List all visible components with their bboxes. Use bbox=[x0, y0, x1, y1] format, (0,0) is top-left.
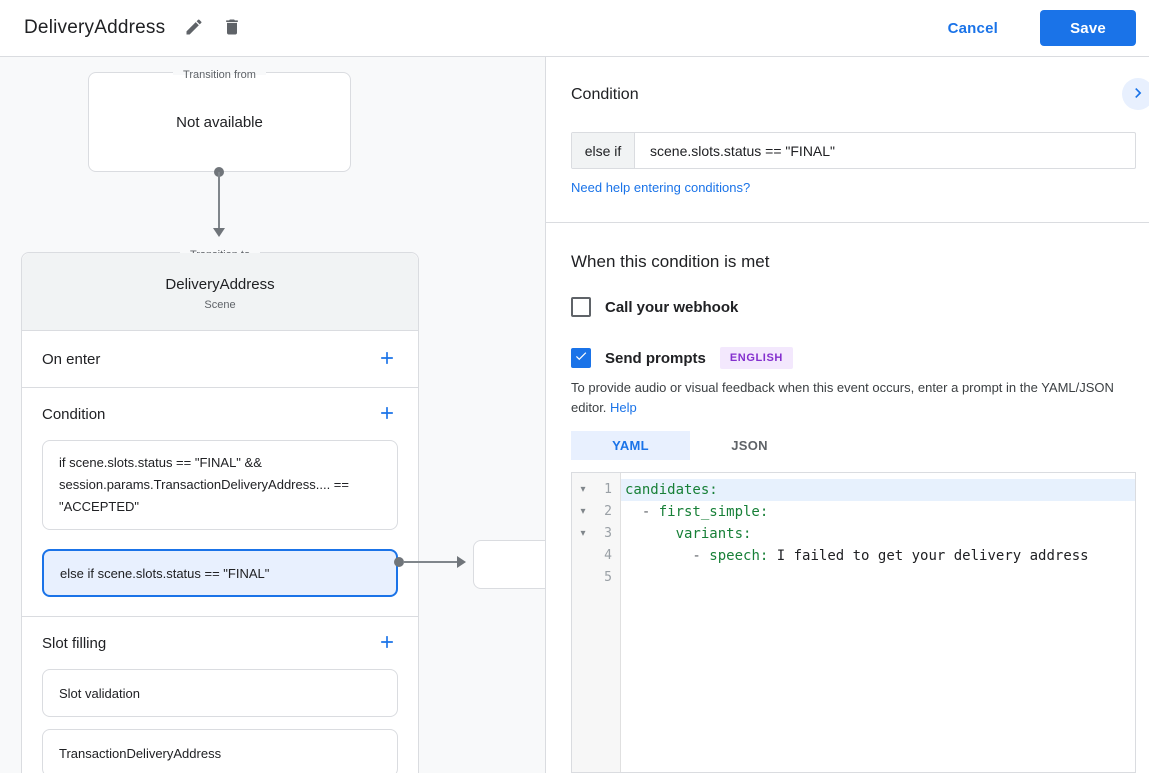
edit-scene-button[interactable] bbox=[177, 11, 211, 45]
cancel-button[interactable]: Cancel bbox=[947, 19, 998, 37]
condition-item-if[interactable]: if scene.slots.status == "FINAL" && sess… bbox=[42, 440, 398, 530]
condition-input-group: else if scene.slots.status == "FINAL" bbox=[571, 132, 1136, 169]
scene-name: DeliveryAddress bbox=[165, 276, 275, 293]
language-badge: ENGLISH bbox=[719, 347, 793, 369]
condition-item-else-if-selected[interactable]: else if scene.slots.status == "FINAL" bbox=[42, 549, 398, 597]
delete-scene-button[interactable] bbox=[215, 11, 249, 45]
add-condition-button[interactable] bbox=[374, 401, 400, 427]
condition-prefix-label: else if bbox=[572, 133, 635, 168]
panel-title: Condition bbox=[571, 86, 639, 103]
prompt-help-link[interactable]: Help bbox=[610, 400, 637, 416]
code-text[interactable] bbox=[621, 567, 1135, 589]
slot-filling-section: Slot filling Slot validation Transaction… bbox=[22, 617, 418, 773]
code-line[interactable]: ▾ 1 candidates: bbox=[572, 479, 1135, 501]
code-text[interactable]: candidates: bbox=[621, 479, 1135, 501]
conditions-help-link[interactable]: Need help entering conditions? bbox=[571, 180, 751, 195]
tab-json[interactable]: JSON bbox=[690, 431, 809, 460]
call-webhook-row: Call your webhook bbox=[571, 297, 738, 317]
editor-gutter bbox=[572, 473, 621, 772]
on-enter-row: On enter bbox=[22, 331, 418, 388]
flow-canvas: Transition from Not available Transition… bbox=[0, 57, 545, 773]
code-line[interactable]: ▾ 3 variants: bbox=[572, 523, 1135, 545]
transition-from-value: Not available bbox=[176, 113, 263, 131]
trash-icon bbox=[222, 17, 242, 40]
call-webhook-checkbox[interactable] bbox=[571, 297, 591, 317]
scene-card: Transition to DeliveryAddress Scene On e… bbox=[21, 247, 419, 773]
transition-from-legend: Transition from bbox=[89, 65, 350, 83]
scene-card-header: DeliveryAddress Scene bbox=[22, 253, 418, 331]
slot-item-validation[interactable]: Slot validation bbox=[42, 669, 398, 717]
line-number: 4 bbox=[604, 548, 612, 563]
condition-panel: Condition else if scene.slots.status == … bbox=[545, 57, 1149, 773]
line-number: 1 bbox=[604, 482, 612, 497]
transition-from-node: Transition from Not available bbox=[88, 67, 351, 172]
add-slot-button[interactable] bbox=[374, 630, 400, 656]
connector-line bbox=[403, 561, 458, 563]
editor-tabs: YAML JSON bbox=[571, 431, 809, 460]
editor-lines: ▾ 1 candidates: ▾ 2 - first_simple: ▾ bbox=[572, 473, 1135, 589]
condition-expression-input[interactable]: scene.slots.status == "FINAL" bbox=[650, 142, 836, 159]
checkmark-icon bbox=[574, 349, 588, 368]
condition-section-head: Condition bbox=[22, 388, 418, 440]
code-text[interactable]: - speech: I failed to get your delivery … bbox=[625, 548, 1089, 564]
plus-icon bbox=[377, 403, 397, 426]
chevron-right-icon bbox=[1128, 83, 1148, 106]
code-line[interactable]: 5 bbox=[572, 567, 1135, 589]
arrow-down-icon bbox=[213, 228, 225, 237]
arrow-right-icon bbox=[457, 556, 466, 568]
transition-target-node[interactable] bbox=[473, 540, 545, 589]
slot-item-delivery-address[interactable]: TransactionDeliveryAddress bbox=[42, 729, 398, 773]
slot-filling-section-head: Slot filling bbox=[22, 617, 418, 669]
code-text[interactable]: variants: bbox=[675, 526, 752, 542]
slot-filling-label: Slot filling bbox=[42, 634, 107, 652]
code-line[interactable]: 4 - speech: I failed to get your deliver… bbox=[572, 545, 1135, 567]
panel-divider bbox=[546, 222, 1149, 223]
tab-yaml[interactable]: YAML bbox=[571, 431, 690, 460]
send-prompts-label: Send prompts bbox=[605, 349, 706, 367]
send-prompts-row: Send prompts ENGLISH bbox=[571, 347, 793, 369]
line-number: 5 bbox=[604, 570, 612, 585]
connector-dot bbox=[394, 557, 404, 567]
send-prompts-checkbox[interactable] bbox=[571, 348, 591, 368]
scene-type: Scene bbox=[204, 299, 236, 311]
collapse-panel-button[interactable] bbox=[1122, 78, 1149, 110]
code-line[interactable]: ▾ 2 - first_simple: bbox=[572, 501, 1135, 523]
plus-icon bbox=[377, 348, 397, 371]
when-condition-met-title: When this condition is met bbox=[571, 252, 770, 271]
save-button[interactable]: Save bbox=[1040, 10, 1136, 46]
connector-line bbox=[218, 172, 220, 230]
page-title: DeliveryAddress bbox=[24, 17, 166, 38]
on-enter-label: On enter bbox=[42, 350, 101, 368]
fold-arrow-icon[interactable]: ▾ bbox=[580, 484, 586, 495]
call-webhook-label: Call your webhook bbox=[605, 298, 739, 316]
add-on-enter-button[interactable] bbox=[374, 346, 400, 372]
code-text[interactable]: - first_simple: bbox=[625, 504, 769, 520]
top-bar: DeliveryAddress Cancel Save bbox=[0, 0, 1149, 57]
fold-arrow-icon[interactable]: ▾ bbox=[580, 506, 586, 517]
line-number: 2 bbox=[604, 504, 612, 519]
condition-section-label: Condition bbox=[42, 405, 106, 423]
plus-icon bbox=[377, 632, 397, 655]
fold-arrow-icon[interactable]: ▾ bbox=[580, 528, 586, 539]
yaml-code-editor[interactable]: ▾ 1 candidates: ▾ 2 - first_simple: ▾ bbox=[571, 472, 1136, 773]
prompt-description: To provide audio or visual feedback when… bbox=[571, 380, 1114, 416]
pencil-icon bbox=[184, 17, 204, 40]
condition-section: Condition if scene.slots.status == "FINA… bbox=[22, 388, 418, 617]
line-number: 3 bbox=[604, 526, 612, 541]
